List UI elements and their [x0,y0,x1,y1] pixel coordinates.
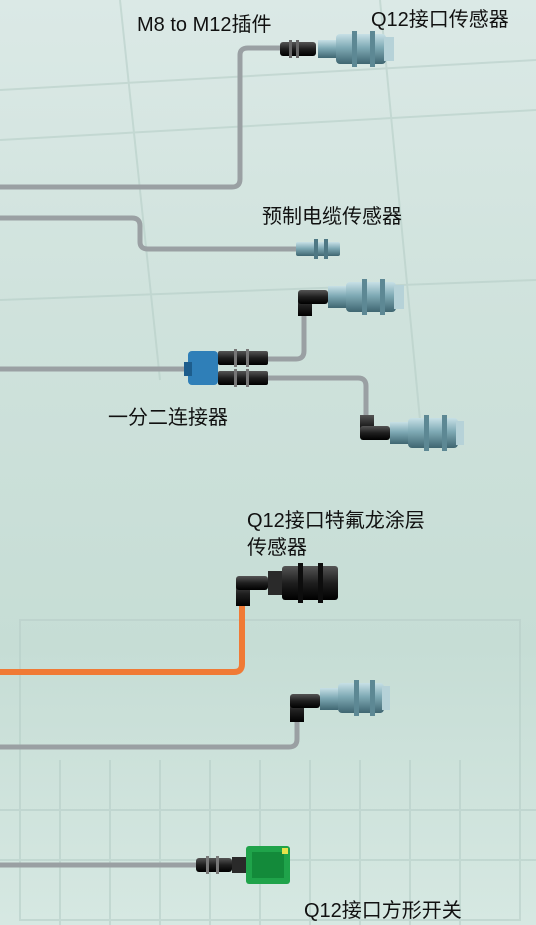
cable-m8-adapter [0,45,285,190]
q12-square-switch [196,846,290,884]
right-angle-sensor-upper [298,279,404,316]
label-prewired-sensor: 预制电缆传感器 [262,206,402,228]
label-teflon-line2: 传感器 [247,537,307,559]
cable-prewired [0,215,301,252]
m8-to-m12-adapter [280,40,316,58]
right-angle-sensor-lower [360,415,464,451]
cable-lower-sensor [0,709,300,750]
cable-teflon [0,595,245,675]
cable-splitter-upper [262,309,307,362]
splitter-connector [184,349,268,387]
label-q12-sensor: Q12接口传感器 [371,9,509,31]
prewired-cable-sensor [296,239,340,259]
q12-sensor-top [318,31,394,67]
label-m8-to-m12-adapter: M8 to M12插件 [137,14,272,36]
teflon-coated-sensor [236,563,338,606]
q12-sensor-lower [290,680,390,722]
label-square-switch: Q12接口方形开关 [304,900,462,922]
label-splitter: 一分二连接器 [108,407,228,429]
label-teflon-line1: Q12接口特氟龙涂层 [247,510,425,532]
cable-splitter-lower [262,375,369,423]
